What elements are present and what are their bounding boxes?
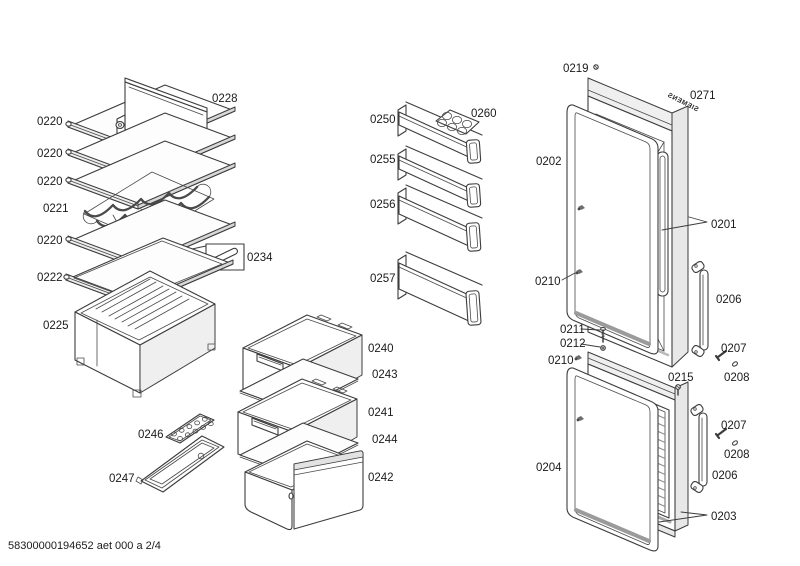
callout-0203: 0203 <box>711 511 737 523</box>
ice-cube-tray-0246 <box>165 413 215 444</box>
freezer-door-assembly <box>566 351 738 552</box>
callout-0241: 0241 <box>368 407 394 419</box>
egg-tray-0260 <box>435 109 480 136</box>
callout-0225: 0225 <box>43 320 69 332</box>
screw-0211 <box>580 326 606 343</box>
callout-0246: 0246 <box>138 429 164 441</box>
callout-0215: 0215 <box>668 372 694 384</box>
callout-labels: 0228 0220 0220 0220 0221 0220 0222 0234 … <box>37 63 750 523</box>
tray-0247 <box>135 435 225 493</box>
crisper-container-0225 <box>74 270 216 398</box>
callout-0220-3: 0220 <box>37 176 63 188</box>
callout-0220-2: 0220 <box>37 148 63 160</box>
callout-0271: 0271 <box>690 90 716 102</box>
callout-0208-bottom: 0208 <box>724 449 750 461</box>
leader-0201 <box>661 216 708 231</box>
screw-0208-top <box>732 361 738 367</box>
door-handle-0206-top <box>691 260 709 358</box>
callout-0220-1: 0220 <box>37 116 63 128</box>
callout-0202: 0202 <box>536 156 562 168</box>
callout-0234: 0234 <box>247 252 273 264</box>
door-gasket-0204 <box>566 367 659 552</box>
callout-0244: 0244 <box>372 434 398 446</box>
callout-0207-top: 0207 <box>721 343 747 355</box>
callout-0247: 0247 <box>109 473 135 485</box>
door-bin-0256 <box>397 184 483 252</box>
callout-0210-top: 0210 <box>535 276 561 288</box>
callout-0219: 0219 <box>563 63 589 75</box>
callout-0211: 0211 <box>560 324 585 336</box>
freezer-drawers <box>237 314 364 531</box>
door-bins <box>397 101 483 326</box>
callout-0250: 0250 <box>370 114 396 126</box>
callout-0242: 0242 <box>368 472 394 484</box>
callout-0228: 0228 <box>212 93 238 105</box>
door-bin-0257 <box>397 251 483 326</box>
callout-0256: 0256 <box>370 199 396 211</box>
callout-0212: 0212 <box>560 338 586 350</box>
callout-0206-bottom: 0206 <box>712 470 738 482</box>
fridge-door-assembly: SIEMENS <box>561 64 738 368</box>
shelf-stack <box>63 77 245 493</box>
callout-0207-bottom: 0207 <box>721 420 747 432</box>
callout-0255: 0255 <box>370 154 396 166</box>
door-gasket-0202 <box>566 104 659 355</box>
callout-0243: 0243 <box>372 369 398 381</box>
callout-0201: 0201 <box>711 219 737 231</box>
callout-0204: 0204 <box>536 462 562 474</box>
door-handle-0206-bottom <box>690 403 708 494</box>
document-reference: 58300000194652 aet 000 a 2/4 <box>8 540 161 552</box>
callout-0206-top: 0206 <box>716 294 742 306</box>
callout-0240: 0240 <box>368 343 394 355</box>
hinge-pin-icon <box>574 355 582 361</box>
drawer-0242 <box>244 440 364 531</box>
callout-0257: 0257 <box>370 273 396 285</box>
leader-0203 <box>658 511 708 523</box>
callout-0210-bottom: 0210 <box>548 355 574 367</box>
callout-0221: 0221 <box>43 203 69 215</box>
screw-0208-bottom <box>732 440 738 446</box>
callout-0222: 0222 <box>37 272 63 284</box>
door-bin-0250 <box>397 101 483 164</box>
door-bin-0255 <box>397 145 483 208</box>
callout-0208-top: 0208 <box>724 372 750 384</box>
callout-0220-4: 0220 <box>37 235 63 247</box>
washer-0212 <box>580 343 606 351</box>
callout-0260: 0260 <box>471 108 497 120</box>
leader-0210-top <box>561 272 576 281</box>
screw-0219 <box>593 64 599 70</box>
screw-0215 <box>675 384 681 396</box>
